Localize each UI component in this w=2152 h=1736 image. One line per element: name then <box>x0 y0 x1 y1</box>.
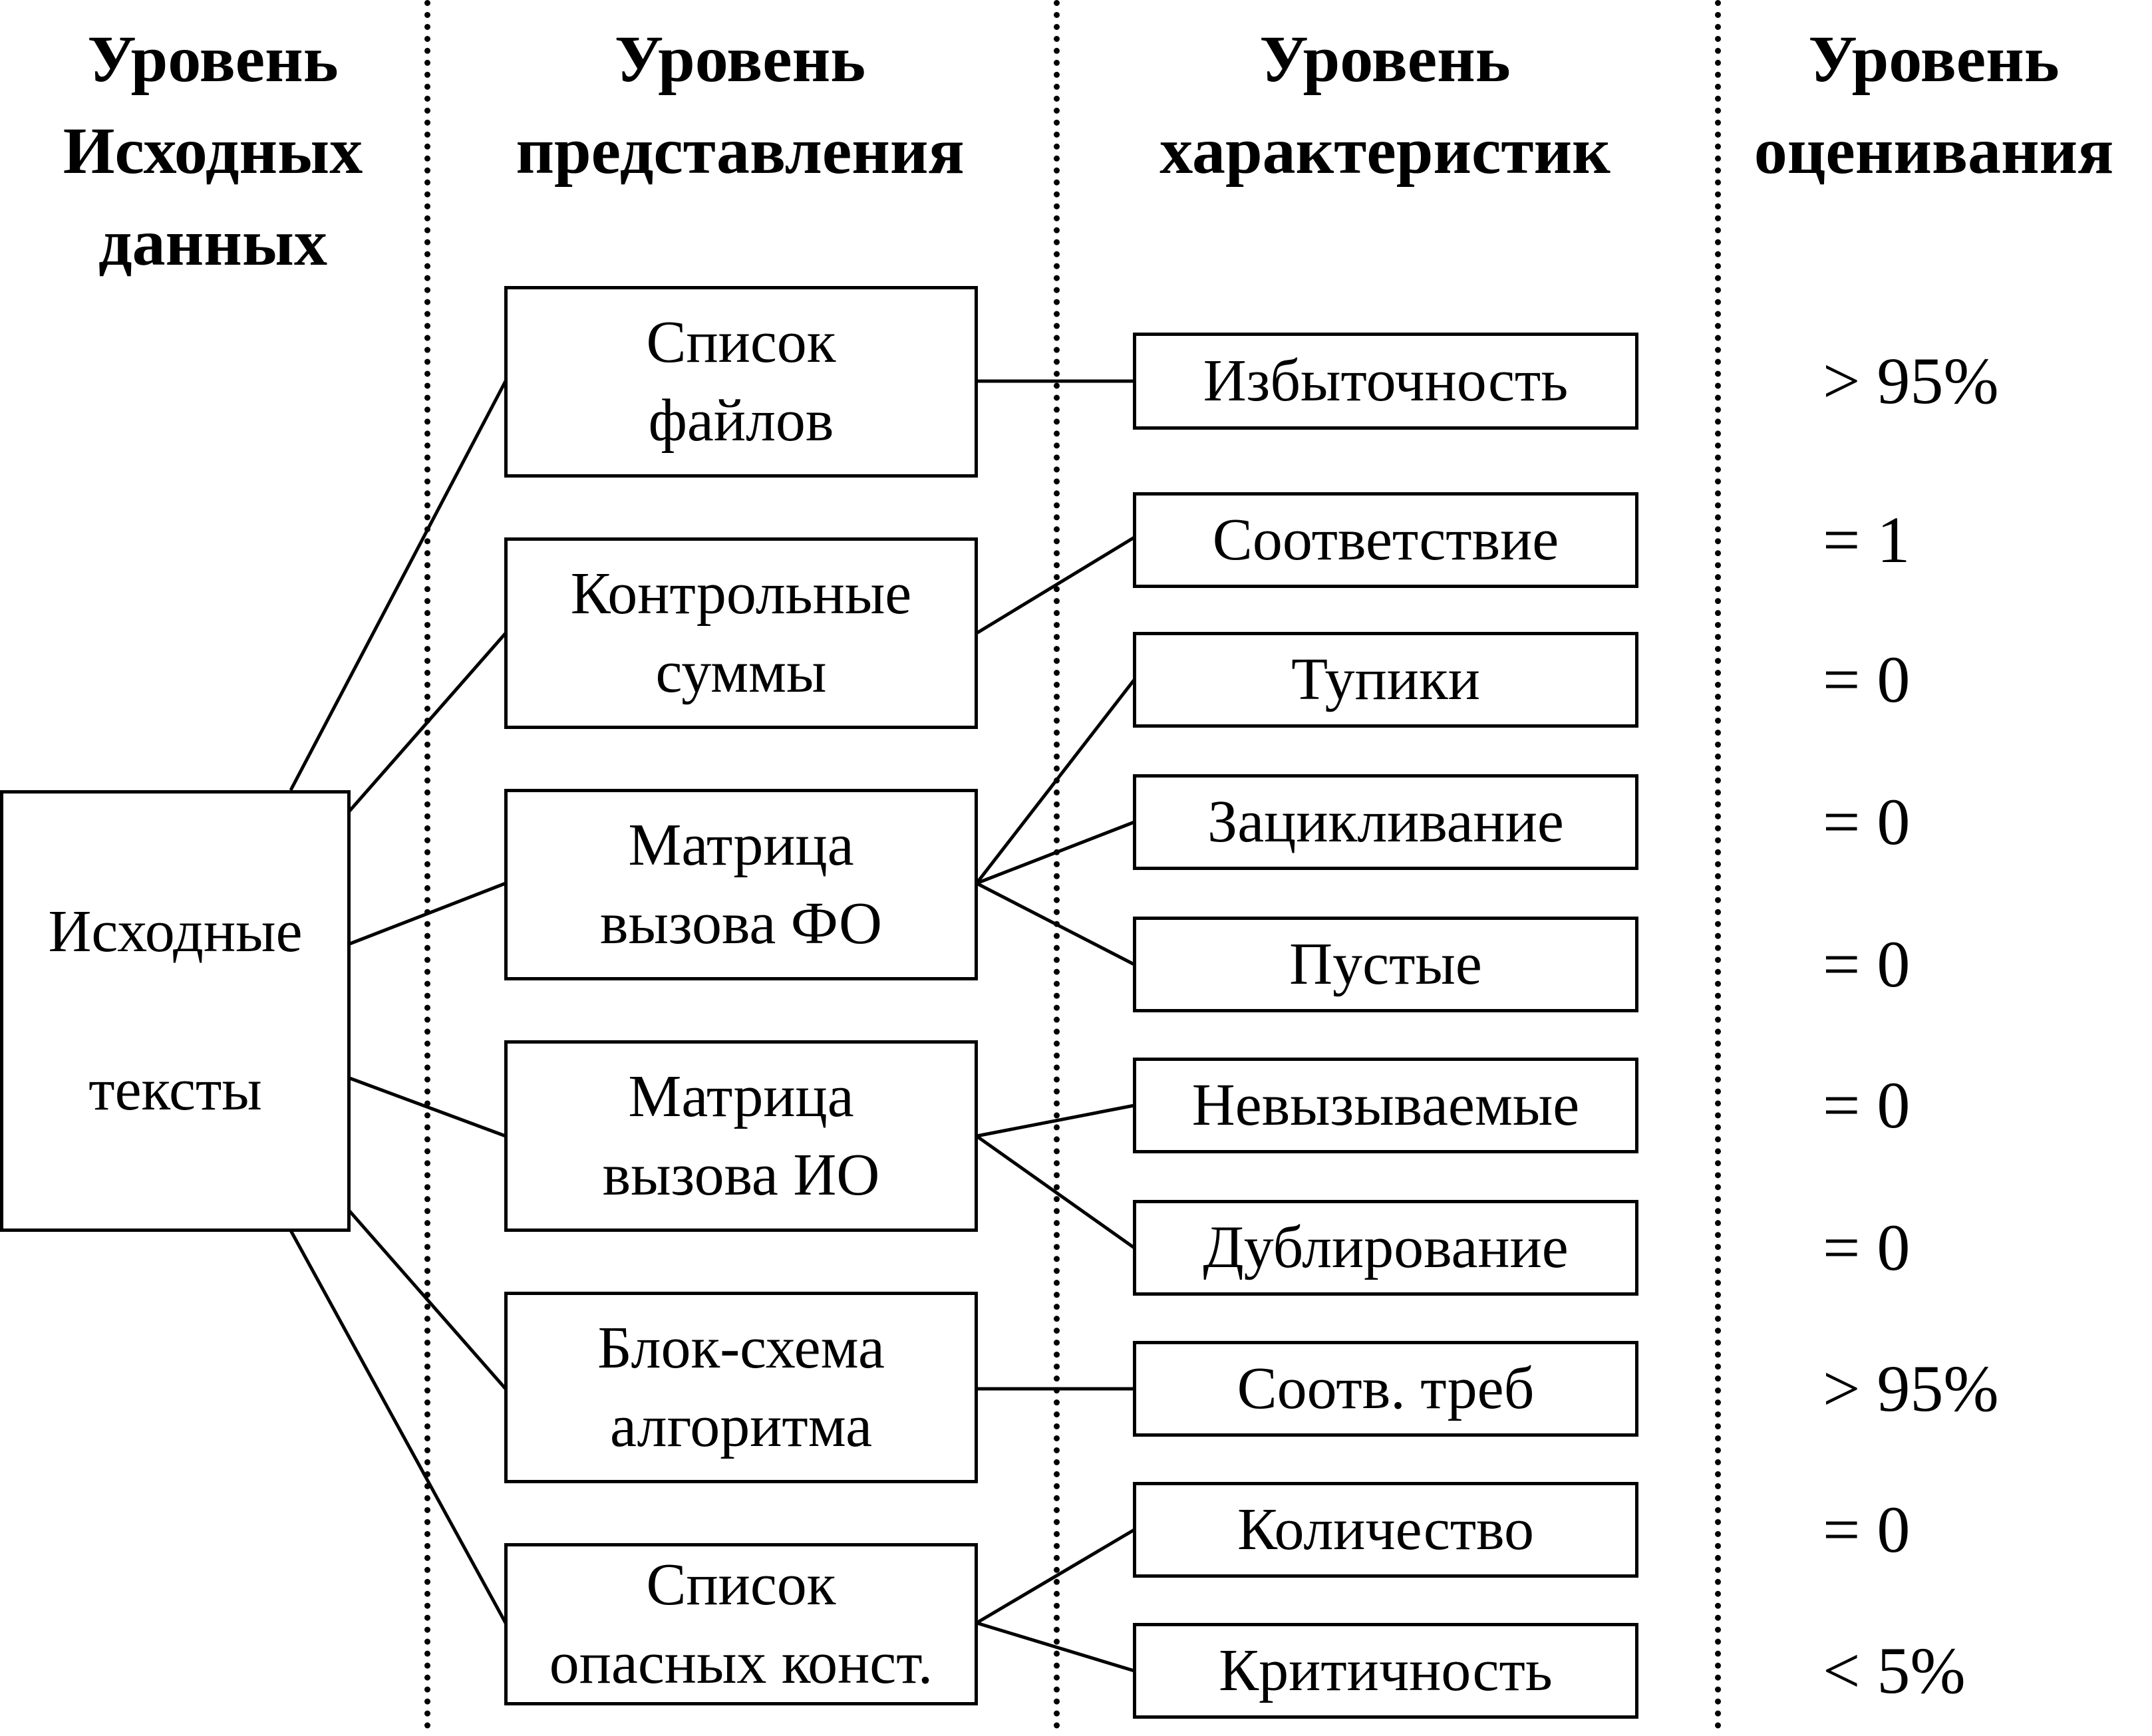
score-requirements: > 95% <box>1823 1352 1999 1425</box>
header-line: Уровень <box>614 22 866 96</box>
box-label: Критичность <box>1219 1638 1553 1703</box>
header-line: характеристик <box>1159 114 1611 188</box>
characteristic-box-loops: Зацикливание <box>1133 774 1638 870</box>
header-source-level: Уровень Исходных данных <box>0 13 426 289</box>
box-label: Соотв. треб <box>1237 1356 1535 1421</box>
link-source-to-flowchart <box>347 1208 507 1390</box>
representation-box-io-matrix: Матрица вызова ИО <box>504 1040 978 1232</box>
representation-box-file-list: Список файлов <box>504 286 978 478</box>
score-correspondence: = 1 <box>1823 503 1911 577</box>
box-label: алгоритма <box>609 1393 873 1459</box>
characteristic-box-duplication: Дублирование <box>1133 1200 1638 1296</box>
characteristic-box-uncalled: Невызываемые <box>1133 1058 1638 1153</box>
box-label: Избыточность <box>1203 348 1569 414</box>
link-source-to-io-matrix <box>347 1076 506 1138</box>
representation-box-dangerous-constructs: Список опасных конст. <box>504 1543 978 1705</box>
link-io-matrix-to-uncalled <box>976 1103 1135 1138</box>
box-label: файлов <box>648 388 834 454</box>
characteristic-box-criticality: Критичность <box>1133 1623 1638 1719</box>
box-label: Пустые <box>1289 931 1482 997</box>
characteristic-box-quantity: Количество <box>1133 1482 1638 1578</box>
score-deadends: = 0 <box>1823 643 1911 716</box>
link-checksums-to-correspondence <box>975 535 1136 635</box>
column-separator-3 <box>1715 0 1721 1729</box>
header-line: данных <box>98 206 327 279</box>
box-label: Матрица <box>628 812 854 878</box>
link-source-to-dangerous-list <box>289 1229 508 1624</box>
representation-box-checksums: Контрольные суммы <box>504 537 978 729</box>
characteristic-box-empty: Пустые <box>1133 917 1638 1012</box>
score-uncalled: = 0 <box>1823 1068 1911 1142</box>
header-representation-level: Уровень представления <box>426 13 1054 197</box>
characteristic-box-correspondence: Соответствие <box>1133 492 1638 588</box>
link-fo-matrix-to-deadends <box>975 678 1136 885</box>
box-label: Список <box>646 309 836 375</box>
box-label: вызова ИО <box>602 1142 880 1208</box>
characteristic-box-requirements: Соотв. треб <box>1133 1341 1638 1437</box>
box-label: Тупики <box>1291 647 1480 712</box>
header-line: Уровень <box>1808 22 2060 96</box>
box-label: тексты <box>88 1057 262 1123</box>
characteristic-box-deadends: Тупики <box>1133 632 1638 728</box>
box-label: Дублирование <box>1203 1215 1569 1280</box>
score-loops: = 0 <box>1823 785 1911 859</box>
column-separator-2 <box>1054 0 1060 1729</box>
box-label: Зацикливание <box>1207 789 1564 855</box>
source-texts-box: Исходные тексты <box>0 790 351 1232</box>
link-dangerous-list-to-quantity <box>975 1528 1136 1625</box>
score-empty: = 0 <box>1823 927 1911 1001</box>
score-quantity: = 0 <box>1823 1493 1911 1566</box>
header-line: Уровень <box>1259 22 1511 96</box>
header-line: оценивания <box>1754 114 2114 188</box>
link-source-to-fo-matrix <box>347 881 506 946</box>
score-criticality: < 5% <box>1823 1634 1966 1707</box>
header-characteristics-level: Уровень характеристик <box>1054 13 1716 197</box>
box-label: Невызываемые <box>1191 1072 1580 1138</box>
box-label: Матрица <box>628 1064 854 1129</box>
link-source-to-checksums <box>347 632 507 814</box>
box-label: Блок-схема <box>597 1315 885 1381</box>
box-label: Список <box>646 1552 836 1618</box>
representation-box-fo-matrix: Матрица вызова ФО <box>504 789 978 980</box>
box-label: суммы <box>655 639 827 705</box>
box-label: Количество <box>1237 1497 1535 1562</box>
header-evaluation-level: Уровень оценивания <box>1716 13 2152 197</box>
link-dangerous-list-to-criticality <box>976 1621 1135 1673</box>
link-fo-matrix-to-empty <box>975 881 1136 966</box>
characteristic-box-redundancy: Избыточность <box>1133 333 1638 430</box>
link-source-to-file-list <box>289 380 508 792</box>
box-label: Соответствие <box>1212 507 1559 573</box>
box-label: Исходные <box>48 899 303 964</box>
score-redundancy: > 95% <box>1823 344 1999 418</box>
link-io-matrix-to-duplication <box>975 1134 1136 1250</box>
box-label: Контрольные <box>570 561 912 627</box>
box-label: вызова ФО <box>600 891 882 956</box>
score-duplication: = 0 <box>1823 1211 1911 1284</box>
header-line: представления <box>516 114 965 188</box>
header-line: Уровень <box>87 22 339 96</box>
link-fo-matrix-to-loops <box>976 820 1135 885</box>
header-line: Исходных <box>63 114 363 188</box>
column-separator-1 <box>424 0 430 1729</box>
box-label: опасных конст. <box>549 1630 933 1696</box>
representation-box-flowchart: Блок-схема алгоритма <box>504 1292 978 1483</box>
